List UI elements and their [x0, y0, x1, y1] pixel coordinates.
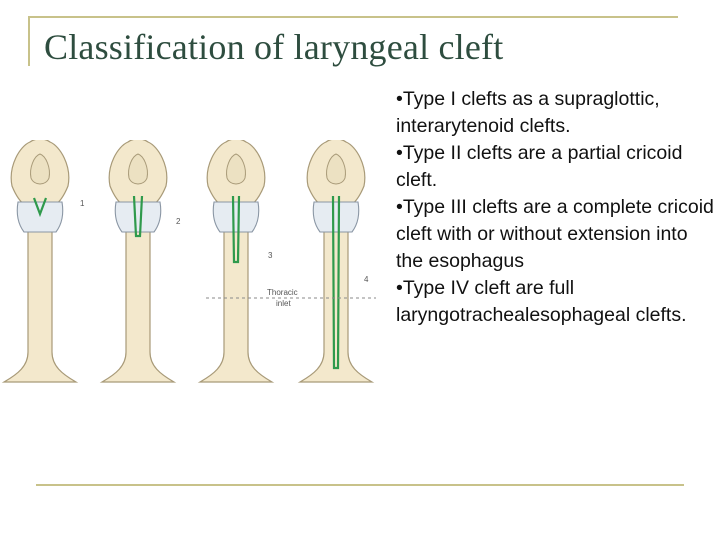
bullet-type-2: •Type II clefts are a partial cricoid cl…: [396, 142, 683, 191]
cleft-type-3-figure: [199, 140, 273, 383]
bullet-type-1: •Type I clefts as a supraglottic, intera…: [396, 88, 660, 137]
laryngeal-cleft-illustration: 1 2 3 4 Thoracic inlet: [3, 140, 376, 383]
side-rule: [28, 16, 30, 66]
bullet-type-4: •Type IV cleft are full laryngotracheale…: [396, 277, 687, 326]
cleft-type-1-figure: [3, 140, 77, 383]
cleft-line: [32, 197, 48, 218]
cleft-type-4-figure: [299, 140, 373, 383]
top-rule: [28, 16, 678, 18]
cleft-line: [231, 195, 241, 264]
cleft-line: [132, 195, 144, 238]
bullet-list: •Type I clefts as a supraglottic, intera…: [396, 86, 714, 329]
thoracic-inlet-label-line2: inlet: [276, 299, 291, 308]
cleft-line: [331, 195, 341, 370]
label-type-3: 3: [268, 251, 273, 260]
bottom-rule: [36, 484, 684, 486]
thoracic-inlet-label-line1: Thoracic: [267, 288, 298, 297]
label-type-1: 1: [80, 199, 85, 208]
slide-title: Classification of laryngeal cleft: [44, 27, 504, 67]
cleft-type-2-figure: [101, 140, 175, 383]
label-type-2: 2: [176, 217, 181, 226]
label-type-4: 4: [364, 275, 369, 284]
bullet-type-3: •Type III clefts are a complete cricoid …: [396, 196, 714, 272]
